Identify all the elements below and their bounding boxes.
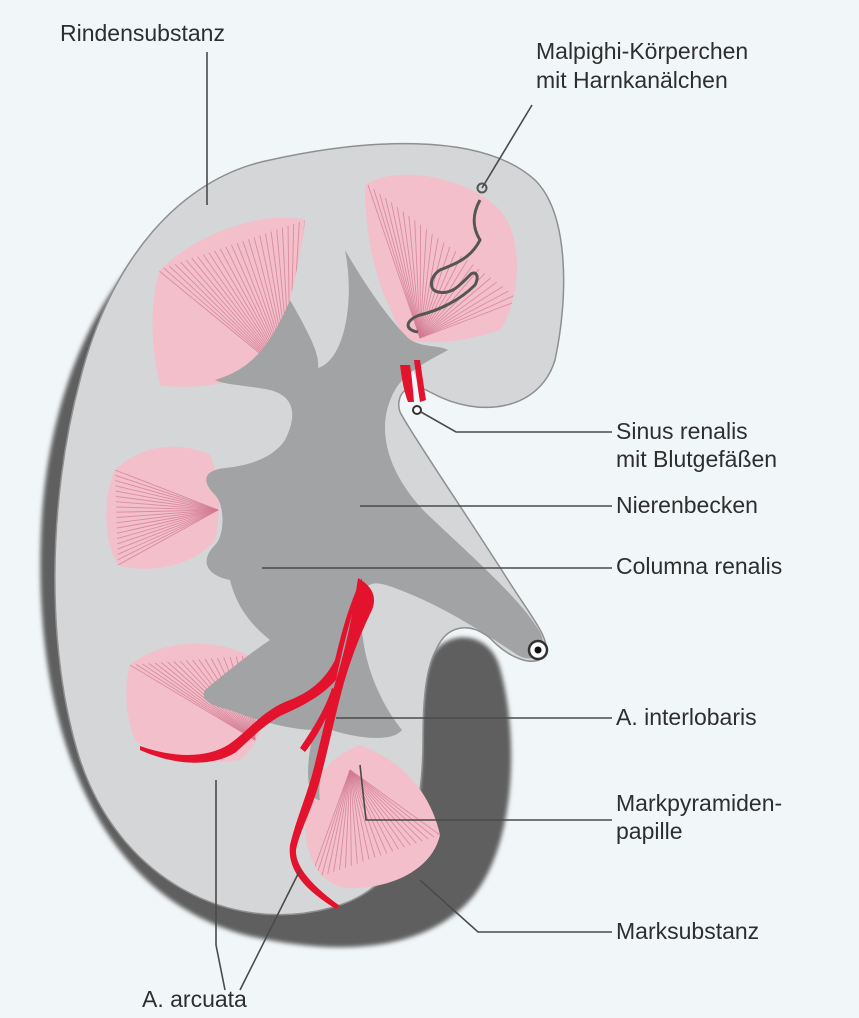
- label-sinus-line1: Sinus renalis: [616, 418, 748, 445]
- ureter-opening: [529, 641, 547, 659]
- label-malpighi-line2: mit Harnkanälchen: [536, 67, 728, 94]
- label-nierenbecken: Nierenbecken: [616, 492, 758, 519]
- label-interlobaris: A. interlobaris: [616, 704, 757, 731]
- label-columna: Columna renalis: [616, 553, 782, 580]
- label-markpyramiden-line2: papille: [616, 818, 683, 845]
- label-markpyramiden-line1: Markpyramiden-: [616, 790, 782, 817]
- label-sinus-line2: mit Blutgefäßen: [616, 446, 777, 473]
- label-malpighi-line1: Malpighi-Körperchen: [536, 38, 748, 65]
- label-rindensubstanz: Rindensubstanz: [60, 20, 225, 47]
- label-arcuata: A. arcuata: [142, 986, 247, 1013]
- label-marksubstanz: Marksubstanz: [616, 918, 759, 945]
- pyramid-striation-line: [420, 225, 421, 338]
